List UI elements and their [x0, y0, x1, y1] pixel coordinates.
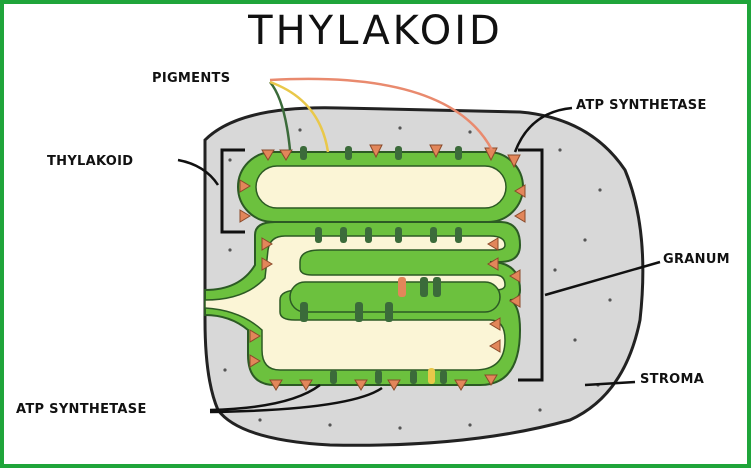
label-atp-synthetase-bottom: ATP SYNTHETASE	[16, 402, 147, 417]
thylakoid-stack	[205, 152, 523, 385]
label-pigments: PIGMENTS	[152, 71, 230, 86]
label-stroma: STROMA	[640, 372, 704, 387]
label-atp-synthetase-top: ATP SYNTHETASE	[576, 98, 707, 113]
label-granum: GRANUM	[663, 252, 730, 267]
label-thylakoid: THYLAKOID	[47, 154, 133, 169]
